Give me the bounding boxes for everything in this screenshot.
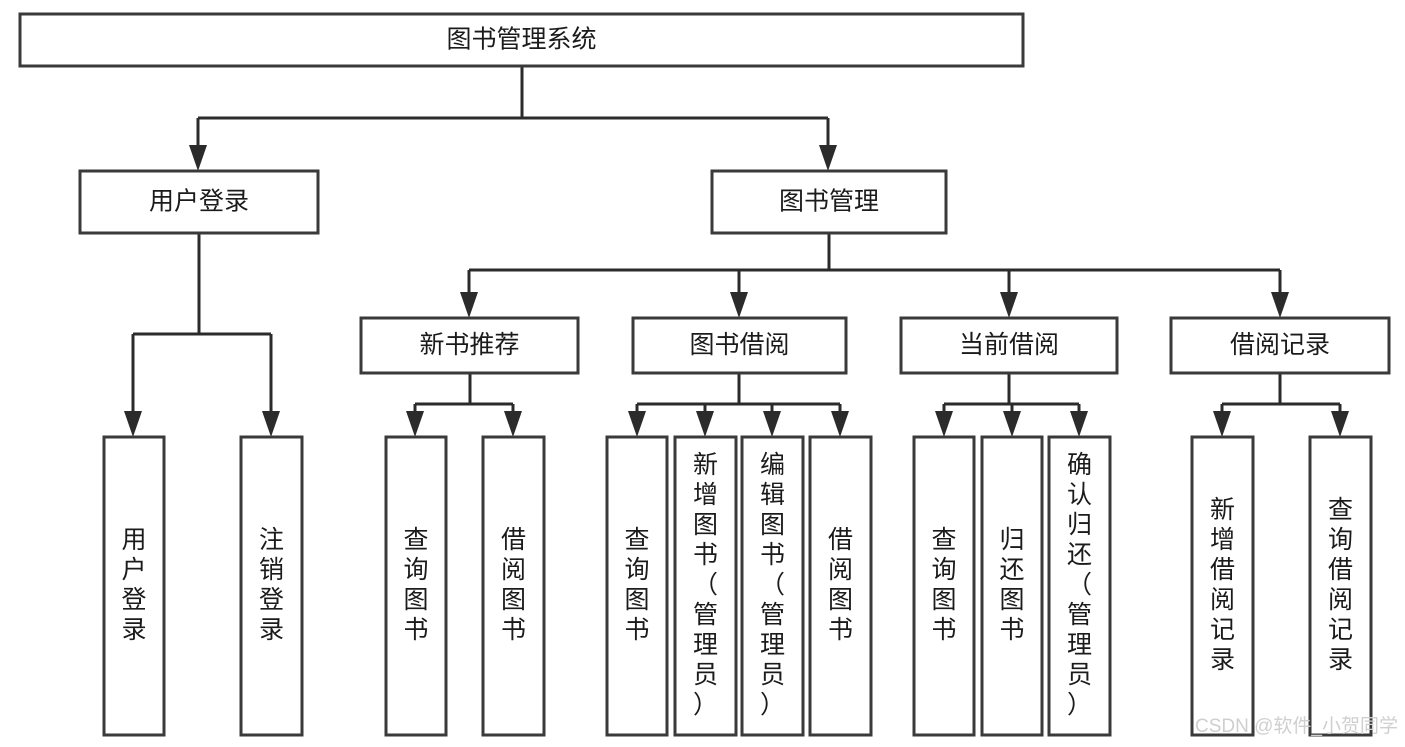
node-label: 图书借阅 bbox=[689, 331, 789, 359]
node-label: 新增图书（管理员） bbox=[693, 451, 718, 719]
node-box[interactable] bbox=[631, 316, 848, 375]
node-book-manage[interactable]: 图书管理 bbox=[710, 169, 948, 235]
node-book-borrow[interactable]: 图书借阅 bbox=[631, 316, 848, 375]
arrow-head-icon bbox=[460, 292, 478, 318]
node-box[interactable] bbox=[912, 435, 976, 737]
node-box[interactable] bbox=[605, 435, 669, 737]
node-box[interactable] bbox=[384, 435, 448, 737]
connector-layer bbox=[124, 66, 1349, 437]
node-box[interactable] bbox=[899, 316, 1119, 375]
arrow-head-icon bbox=[1331, 411, 1349, 437]
node-box[interactable] bbox=[359, 316, 580, 375]
node-box[interactable] bbox=[1169, 316, 1391, 375]
node-label: 借阅记录 bbox=[1230, 331, 1330, 359]
node-leaf-user-login[interactable]: 用户登录 bbox=[102, 435, 166, 737]
node-box[interactable] bbox=[710, 169, 948, 235]
node-label: 借阅图书 bbox=[501, 526, 526, 644]
node-box[interactable] bbox=[102, 435, 166, 737]
node-label: 查询图书 bbox=[624, 526, 649, 644]
node-box[interactable] bbox=[808, 435, 873, 737]
node-label: 查询图书 bbox=[403, 526, 428, 644]
node-label: 注销登录 bbox=[259, 526, 284, 644]
arrow-head-icon bbox=[406, 411, 424, 437]
node-new-book-recommend[interactable]: 新书推荐 bbox=[359, 316, 580, 375]
arrow-head-icon bbox=[504, 411, 522, 437]
node-leaf-confirm-return[interactable]: 确认归还（管理员） bbox=[1047, 435, 1112, 737]
node-label: 用户登录 bbox=[149, 188, 249, 216]
node-leaf-query-book-rec[interactable]: 查询图书 bbox=[384, 435, 448, 737]
node-box[interactable] bbox=[239, 435, 304, 737]
node-label: 新书推荐 bbox=[419, 331, 519, 359]
arrow-head-icon bbox=[124, 411, 142, 437]
node-leaf-return-book[interactable]: 归还图书 bbox=[980, 435, 1044, 737]
node-user-login[interactable]: 用户登录 bbox=[78, 169, 320, 235]
node-layer: 图书管理系统用户登录图书管理新书推荐图书借阅当前借阅借阅记录用户登录注销登录查询… bbox=[18, 12, 1391, 737]
arrow-head-icon bbox=[628, 411, 646, 437]
node-leaf-logout[interactable]: 注销登录 bbox=[239, 435, 304, 737]
node-label: 图书管理系统 bbox=[446, 26, 596, 54]
node-box[interactable] bbox=[1308, 435, 1373, 737]
node-borrow-record[interactable]: 借阅记录 bbox=[1169, 316, 1391, 375]
arrow-head-icon bbox=[1213, 411, 1231, 437]
node-box[interactable] bbox=[673, 435, 738, 737]
arrow-head-icon bbox=[1003, 411, 1021, 437]
node-leaf-edit-book[interactable]: 编辑图书（管理员） bbox=[740, 435, 805, 737]
node-label: 编辑图书（管理员） bbox=[760, 451, 785, 719]
node-label: 当前借阅 bbox=[959, 331, 1059, 359]
node-leaf-borrow-book[interactable]: 借阅图书 bbox=[808, 435, 873, 737]
node-leaf-query-book-borrow[interactable]: 查询图书 bbox=[605, 435, 669, 737]
arrow-head-icon bbox=[1070, 411, 1088, 437]
node-label: 新增借阅记录 bbox=[1210, 496, 1235, 674]
arrow-head-icon bbox=[730, 292, 748, 318]
node-root[interactable]: 图书管理系统 bbox=[18, 12, 1025, 68]
node-label: 借阅图书 bbox=[828, 526, 853, 644]
arrow-head-icon bbox=[763, 411, 781, 437]
node-label: 查询图书 bbox=[931, 526, 956, 644]
node-box[interactable] bbox=[980, 435, 1044, 737]
node-label: 查询借阅记录 bbox=[1328, 496, 1353, 674]
node-current-borrow[interactable]: 当前借阅 bbox=[899, 316, 1119, 375]
node-leaf-add-book[interactable]: 新增图书（管理员） bbox=[673, 435, 738, 737]
arrow-head-icon bbox=[935, 411, 953, 437]
node-box[interactable] bbox=[740, 435, 805, 737]
node-box[interactable] bbox=[481, 435, 546, 737]
node-box[interactable] bbox=[1047, 435, 1112, 737]
arrow-head-icon bbox=[696, 411, 714, 437]
node-box[interactable] bbox=[78, 169, 320, 235]
arrow-head-icon bbox=[189, 145, 207, 171]
arrow-head-icon bbox=[819, 145, 837, 171]
node-leaf-add-record[interactable]: 新增借阅记录 bbox=[1190, 435, 1255, 737]
arrow-head-icon bbox=[1000, 292, 1018, 318]
node-label: 确认归还（管理员） bbox=[1067, 451, 1092, 719]
arrow-head-icon bbox=[831, 411, 849, 437]
node-label: 图书管理 bbox=[779, 188, 879, 216]
csdn-watermark: CSDN @软件_小贺同学 bbox=[1195, 715, 1398, 737]
node-leaf-query-book-current[interactable]: 查询图书 bbox=[912, 435, 976, 737]
node-box[interactable] bbox=[18, 12, 1025, 68]
node-label: 用户登录 bbox=[121, 526, 146, 644]
node-box[interactable] bbox=[1190, 435, 1255, 737]
node-leaf-borrow-book-rec[interactable]: 借阅图书 bbox=[481, 435, 546, 737]
node-label: 归还图书 bbox=[999, 526, 1024, 644]
arrow-head-icon bbox=[1271, 292, 1289, 318]
node-leaf-query-record[interactable]: 查询借阅记录 bbox=[1308, 435, 1373, 737]
arrow-head-icon bbox=[262, 411, 280, 437]
